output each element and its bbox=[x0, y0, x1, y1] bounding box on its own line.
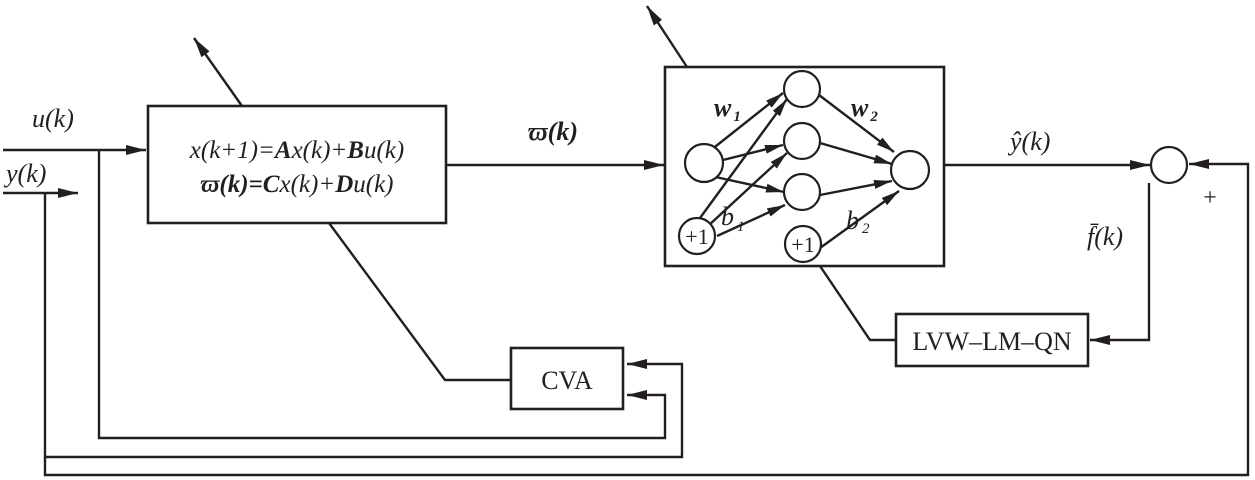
edge-h3-out bbox=[819, 179, 893, 197]
bias-node-1: +1 bbox=[677, 216, 717, 256]
state-space-block: x(k+1)=Ax(k)+Bu(k) ϖ(k)=Cx(k)+Du(k) bbox=[146, 37, 448, 225]
cva-box bbox=[509, 346, 625, 411]
state-equation: x(k+1)=Ax(k)+Bu(k) bbox=[189, 137, 404, 164]
output-neuron bbox=[889, 149, 931, 191]
nn-output-signal: ŷ(k) bbox=[944, 127, 1150, 170]
u-label: u(k) bbox=[32, 104, 74, 133]
plus-sign: + bbox=[1203, 185, 1217, 211]
cva-label: CVA bbox=[541, 366, 593, 395]
edge-in-h1 bbox=[710, 92, 784, 151]
residual-signal: f̄(k) bbox=[1087, 183, 1151, 345]
edge-bias-h1 bbox=[699, 98, 788, 219]
nn-connections bbox=[699, 92, 900, 249]
edge-bias2-out bbox=[819, 190, 900, 249]
cva-block: CVA bbox=[509, 346, 625, 411]
hidden-neuron-2 bbox=[782, 121, 822, 161]
cva-to-state-space-link bbox=[328, 222, 511, 382]
input-u-signal: u(k) bbox=[3, 104, 146, 155]
trainer-box bbox=[894, 312, 1090, 368]
trainer-block: LVW–LM–QN bbox=[894, 312, 1090, 368]
nn-adjust-arrow bbox=[645, 5, 689, 68]
edge-in-h2 bbox=[714, 143, 784, 164]
input-y-signal: y(k) bbox=[3, 159, 78, 198]
hidden-neuron-3 bbox=[782, 172, 822, 212]
edge-bias-h2 bbox=[707, 152, 788, 227]
y-to-cva-line bbox=[43, 193, 684, 459]
state-output-signal: ϖ(k) bbox=[446, 117, 664, 170]
y-label: y(k) bbox=[3, 159, 46, 188]
u-to-cva-line bbox=[97, 150, 667, 440]
output-equation: ϖ(k)=Cx(k)+Du(k) bbox=[200, 171, 393, 198]
edge-bias-h3 bbox=[716, 203, 786, 238]
edge-h2-out bbox=[819, 141, 893, 166]
input-neuron bbox=[683, 142, 725, 184]
y-to-sum-line bbox=[43, 159, 1250, 477]
hidden-neuron-1 bbox=[782, 69, 822, 109]
edge-h1-out bbox=[818, 94, 895, 153]
svg-text:+1: +1 bbox=[685, 224, 708, 249]
residual-arrow bbox=[1090, 183, 1151, 345]
state-space-box bbox=[146, 104, 448, 225]
nn-output-label: ŷ(k) bbox=[1007, 127, 1050, 156]
state-output-label: ϖ(k) bbox=[528, 117, 578, 146]
residual-label: f̄(k) bbox=[1087, 222, 1123, 251]
bias-node-2: +1 bbox=[783, 224, 823, 264]
trainer-label: LVW–LM–QN bbox=[912, 327, 1072, 356]
trainer-to-nn-link bbox=[819, 265, 896, 342]
summing-junction bbox=[1149, 145, 1189, 185]
edge-in-h3 bbox=[710, 174, 785, 194]
svg-text:+1: +1 bbox=[791, 232, 814, 257]
state-space-adjust-arrow bbox=[193, 37, 243, 107]
